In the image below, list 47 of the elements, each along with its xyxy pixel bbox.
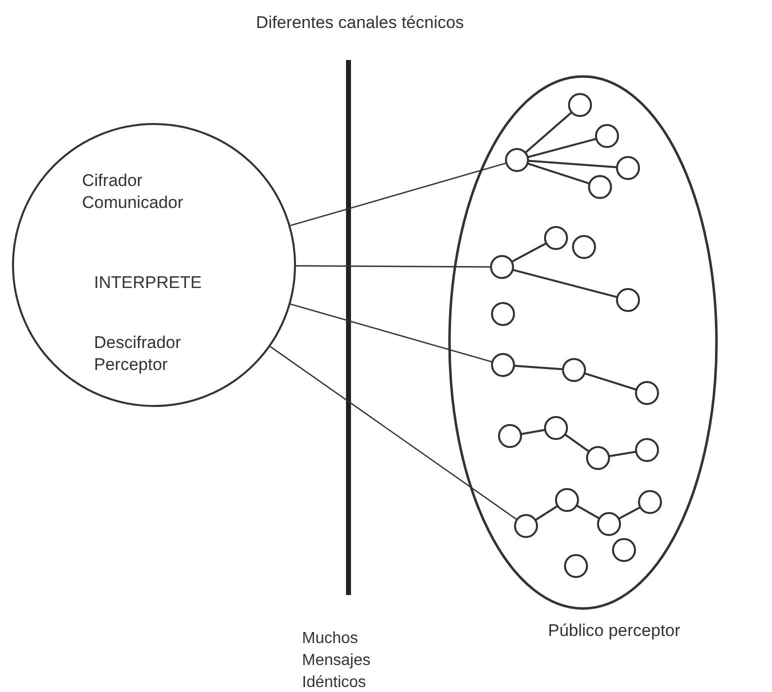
connector-line	[290, 162, 507, 226]
connector-line	[520, 428, 546, 436]
caption-text: Diferentes canales técnicos	[255, 12, 465, 34]
small-circle	[564, 554, 588, 578]
connector-line	[584, 372, 637, 391]
connector-line	[296, 265, 491, 268]
small-circle	[568, 93, 592, 117]
connector-line	[270, 346, 518, 520]
small-circle	[588, 175, 612, 199]
small-circle	[586, 446, 610, 470]
circle-label: Cifrador Comunicador	[82, 170, 184, 214]
small-circle	[612, 538, 636, 562]
small-circle	[597, 512, 621, 536]
circle-label: Descifrador Perceptor	[94, 332, 182, 376]
connector-line	[527, 162, 590, 185]
small-circle	[505, 148, 529, 172]
connector-line	[608, 450, 636, 458]
group-label: Público perceptor	[548, 620, 680, 642]
connector-line	[528, 160, 618, 168]
small-circle	[544, 226, 568, 250]
small-circle	[616, 288, 640, 312]
small-circle	[616, 156, 640, 180]
circle-label: INTERPRETE	[94, 272, 203, 294]
small-circle	[491, 353, 515, 377]
connector-line	[564, 434, 590, 452]
connector-line	[618, 506, 641, 520]
connector-line	[514, 364, 564, 370]
connector-line	[290, 304, 493, 363]
small-circle	[490, 255, 514, 279]
connector-line	[512, 268, 618, 298]
connector-line	[576, 504, 600, 520]
caption-text: Muchos Mensajes Idénticos	[302, 629, 372, 692]
small-circle	[555, 488, 579, 512]
small-circle	[572, 235, 596, 259]
connector-line	[511, 242, 547, 263]
small-circle	[635, 381, 659, 405]
small-circle	[595, 124, 619, 148]
connector-line	[527, 138, 597, 158]
small-circle	[635, 438, 659, 462]
small-circle	[562, 358, 586, 382]
small-circle	[491, 302, 515, 326]
small-circle	[544, 416, 568, 440]
small-circle	[498, 424, 522, 448]
small-circle	[638, 490, 662, 514]
connector-line	[524, 111, 572, 154]
small-circle	[514, 514, 538, 538]
connector-line	[534, 505, 558, 521]
